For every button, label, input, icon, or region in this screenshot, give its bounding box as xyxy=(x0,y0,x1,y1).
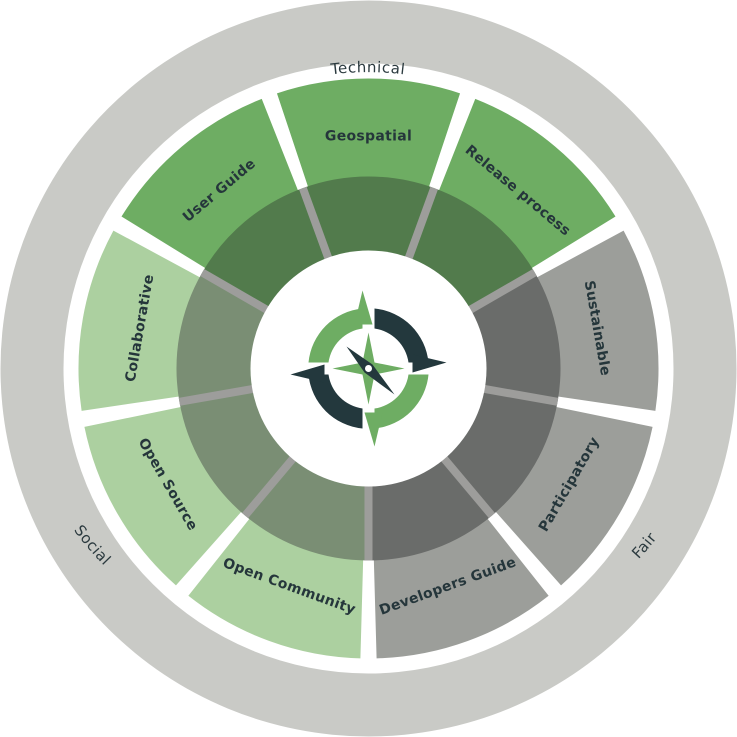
compass-arrow-left xyxy=(290,364,325,383)
inner-divider xyxy=(461,269,537,317)
inner-divider xyxy=(299,186,335,267)
compass-arc-top-right xyxy=(374,308,429,363)
compass-arrow-top xyxy=(354,290,373,325)
segment-geospatial: Geospatial xyxy=(276,78,461,208)
compass-arrow-right xyxy=(412,354,447,373)
compass-icon xyxy=(290,290,447,447)
compass-arrow-bottom xyxy=(364,412,383,447)
segment-label: Geospatial xyxy=(325,129,412,145)
inner-segment-geospatial xyxy=(302,176,435,266)
segment-block xyxy=(276,78,461,208)
ring-label-technical: Technical xyxy=(329,58,406,78)
compass-pivot xyxy=(365,365,372,372)
inner-divider xyxy=(242,450,301,519)
compass-arc-bottom-right xyxy=(374,374,429,429)
inner-divider xyxy=(436,450,495,519)
compass-arc-top-left xyxy=(308,308,363,363)
compass-arc-bottom-left xyxy=(308,374,363,429)
inner-segment-sustainable xyxy=(463,272,561,402)
inner-divider xyxy=(476,383,559,406)
inner-divider xyxy=(178,383,261,406)
inner-divider xyxy=(200,269,276,317)
inner-dividers xyxy=(178,186,559,561)
inner-segment-collaborative xyxy=(176,272,274,402)
inner-divider xyxy=(402,186,438,267)
